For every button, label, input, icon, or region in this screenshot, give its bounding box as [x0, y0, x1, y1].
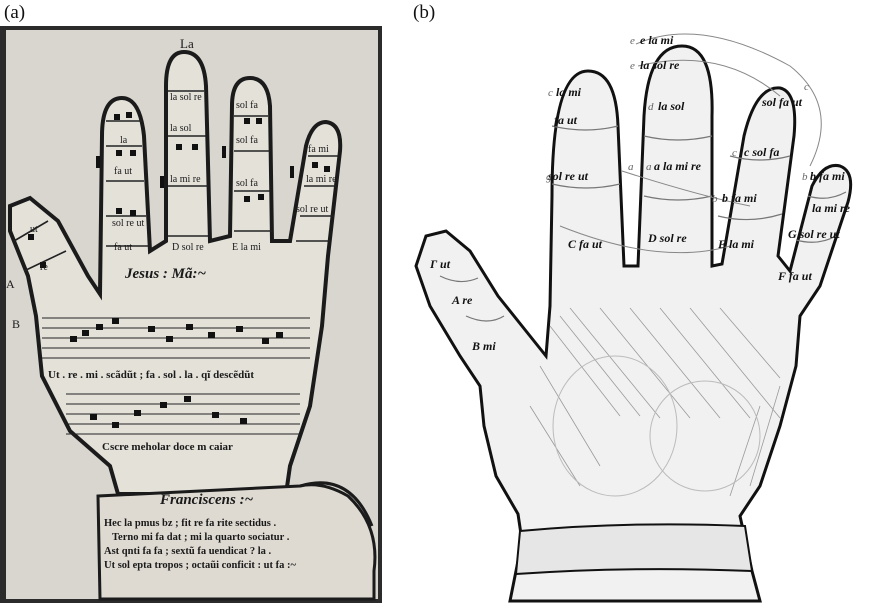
svg-text:fa ut: fa ut — [114, 166, 132, 177]
svg-text:c: c — [548, 87, 553, 99]
engraved-hand-image: Γ ut A re B mi la mi fa ut sol re ut C f… — [400, 26, 880, 603]
svg-text:b: b — [802, 171, 808, 183]
little-note-4: F fa ut — [777, 269, 812, 283]
engraved-cuff — [516, 524, 752, 574]
thumb-note-3: B mi — [471, 339, 496, 353]
index-note-3: sol re ut — [547, 169, 589, 183]
svg-text:Ast qnti fa fa ; sextũ fa uend: Ast qnti fa fa ; sextũ fa uendicat ? la … — [104, 546, 271, 557]
svg-text:Ut sol epta tropos ; octaũi co: Ut sol epta tropos ; octaũi conficit : u… — [104, 560, 296, 571]
svg-text:a: a — [646, 161, 652, 173]
middle-note-2: a la mi re — [654, 159, 702, 173]
svg-text:fa ut: fa ut — [114, 242, 132, 253]
svg-text:la sol re: la sol re — [170, 92, 202, 103]
staff-text-2: Cscre meholar doce m caiar — [102, 441, 233, 453]
svg-text:e: e — [630, 60, 635, 72]
svg-text:ut: ut — [30, 224, 38, 235]
little-note-2: la mi re — [812, 201, 851, 215]
svg-text:E la mi: E la mi — [232, 242, 261, 253]
staff-text-1: Ut . re . mi . scãdũt ; fa . sol . la . … — [48, 369, 254, 381]
svg-text:d: d — [648, 101, 654, 113]
thumb-note-1: Γ ut — [429, 257, 451, 271]
top-note-1: e la mi — [640, 33, 674, 47]
svg-text:Hec la pmus bz ; fit re fa rit: Hec la pmus bz ; fit re fa rite sectidus… — [104, 518, 277, 529]
ring-note-4: E la mi — [717, 237, 755, 251]
svg-text:La: La — [180, 36, 194, 51]
svg-text:re: re — [40, 262, 48, 273]
cuff-title: Franciscens :~ — [159, 492, 254, 508]
index-note-1: la mi — [556, 85, 582, 99]
ring-note-1: sol fa ut — [761, 95, 803, 109]
panel-label-a: (a) — [4, 2, 25, 24]
side-letter-b: B — [12, 317, 20, 331]
engraved-hand-outline — [416, 46, 851, 601]
svg-text:e: e — [630, 35, 635, 47]
svg-text:la mi re: la mi re — [170, 174, 201, 185]
index-note-4: C fa ut — [568, 237, 603, 251]
svg-text:D sol re: D sol re — [172, 242, 204, 253]
panel-label-b: (b) — [413, 2, 435, 24]
middle-note-1: la sol — [658, 99, 685, 113]
svg-text:la mi re: la mi re — [306, 174, 337, 185]
manuscript-hand-image: La la sol re la sol sol fa sol fa sol fa… — [0, 26, 382, 603]
side-letter-a: A — [6, 277, 15, 291]
thumb-note-2: A re — [451, 293, 473, 307]
svg-text:la sol: la sol — [170, 123, 192, 134]
middle-note-3: D sol re — [647, 231, 687, 245]
svg-text:g: g — [546, 171, 552, 183]
svg-text:sol fa: sol fa — [236, 178, 259, 189]
index-note-2: fa ut — [554, 113, 578, 127]
svg-text:a: a — [628, 161, 634, 173]
svg-text:sol re ut: sol re ut — [112, 218, 144, 229]
svg-text:b: b — [712, 193, 718, 205]
svg-text:sol fa: sol fa — [236, 100, 259, 111]
svg-text:la: la — [120, 135, 128, 146]
top-note-2: la sol re — [640, 58, 680, 72]
svg-text:sol re ut: sol re ut — [296, 204, 328, 215]
palm-title: Jesus : Mã:~ — [124, 266, 207, 282]
svg-text:sol fa: sol fa — [236, 135, 259, 146]
little-note-1: b fa mi — [810, 169, 845, 183]
svg-text:c: c — [732, 147, 737, 159]
svg-text:fa mi: fa mi — [308, 144, 329, 155]
ring-note-2: c sol fa — [744, 145, 779, 159]
svg-text:Terno mi fa dat ; mi la quarto: Terno mi fa dat ; mi la quarto sociatur … — [112, 532, 290, 543]
little-note-3: G sol re ut — [788, 227, 840, 241]
ring-note-3: b fa mi — [722, 191, 757, 205]
svg-text:c: c — [804, 81, 809, 93]
